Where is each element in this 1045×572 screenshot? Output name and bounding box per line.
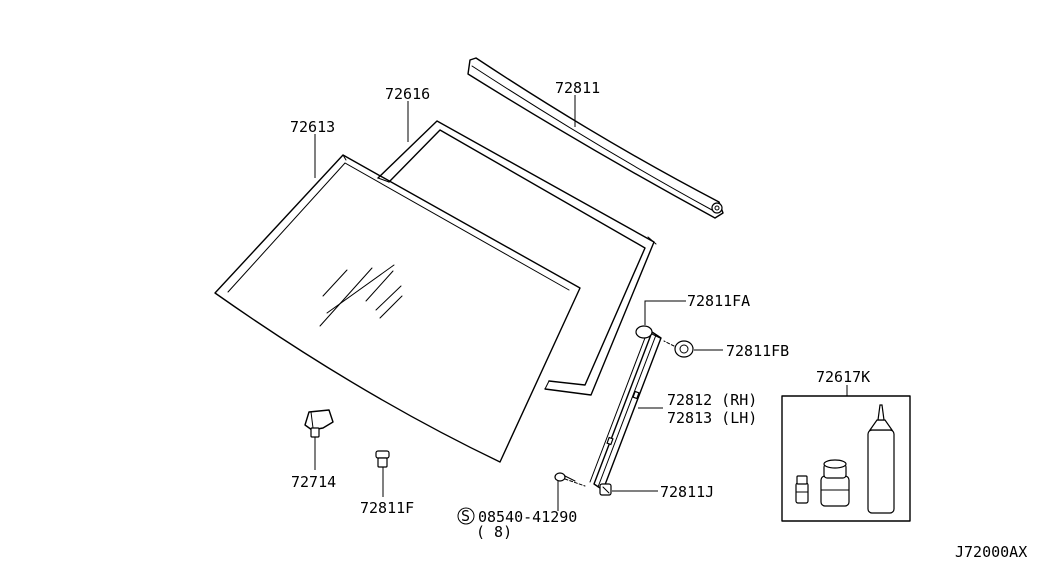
upper-seal[interactable]	[467, 57, 724, 219]
adhesive-kit[interactable]	[781, 395, 911, 522]
label-72811j: 72811J	[660, 483, 714, 501]
clip-fb[interactable]	[663, 340, 694, 358]
label-72617k: 72617K	[816, 368, 870, 386]
label-72616: 72616	[385, 85, 430, 103]
glass-reflection-marks	[319, 264, 403, 327]
label-72812-rh: 72812 (RH)	[667, 391, 757, 409]
screw-symbol: S	[457, 507, 475, 525]
clip-fa[interactable]	[635, 325, 661, 339]
glass-molding[interactable]	[377, 120, 657, 396]
adhesive-cartridge-icon	[867, 404, 895, 514]
side-molding[interactable]	[589, 329, 662, 491]
label-72811f: 72811F	[360, 499, 414, 517]
leader-lines	[314, 95, 848, 511]
label-72811fb: 72811FB	[726, 342, 789, 360]
label-72714: 72714	[291, 473, 336, 491]
drawing-code: J72000AX	[955, 543, 1027, 561]
primer-bottle-icon	[795, 475, 809, 504]
label-72811: 72811	[555, 79, 600, 97]
bracket[interactable]	[304, 409, 334, 438]
label-screw-code: 08540-41290	[478, 508, 577, 526]
jar-icon	[820, 459, 850, 507]
label-72813-lh: 72813 (LH)	[667, 409, 757, 427]
fastener-f[interactable]	[375, 450, 390, 468]
screw[interactable]	[554, 472, 586, 487]
windshield-glass[interactable]	[214, 154, 581, 463]
label-screw-qty: ( 8)	[476, 523, 512, 541]
label-72613: 72613	[290, 118, 335, 136]
clip-j[interactable]	[599, 483, 612, 496]
label-72811fa: 72811FA	[687, 292, 750, 310]
svg-text:S: S	[461, 507, 470, 525]
